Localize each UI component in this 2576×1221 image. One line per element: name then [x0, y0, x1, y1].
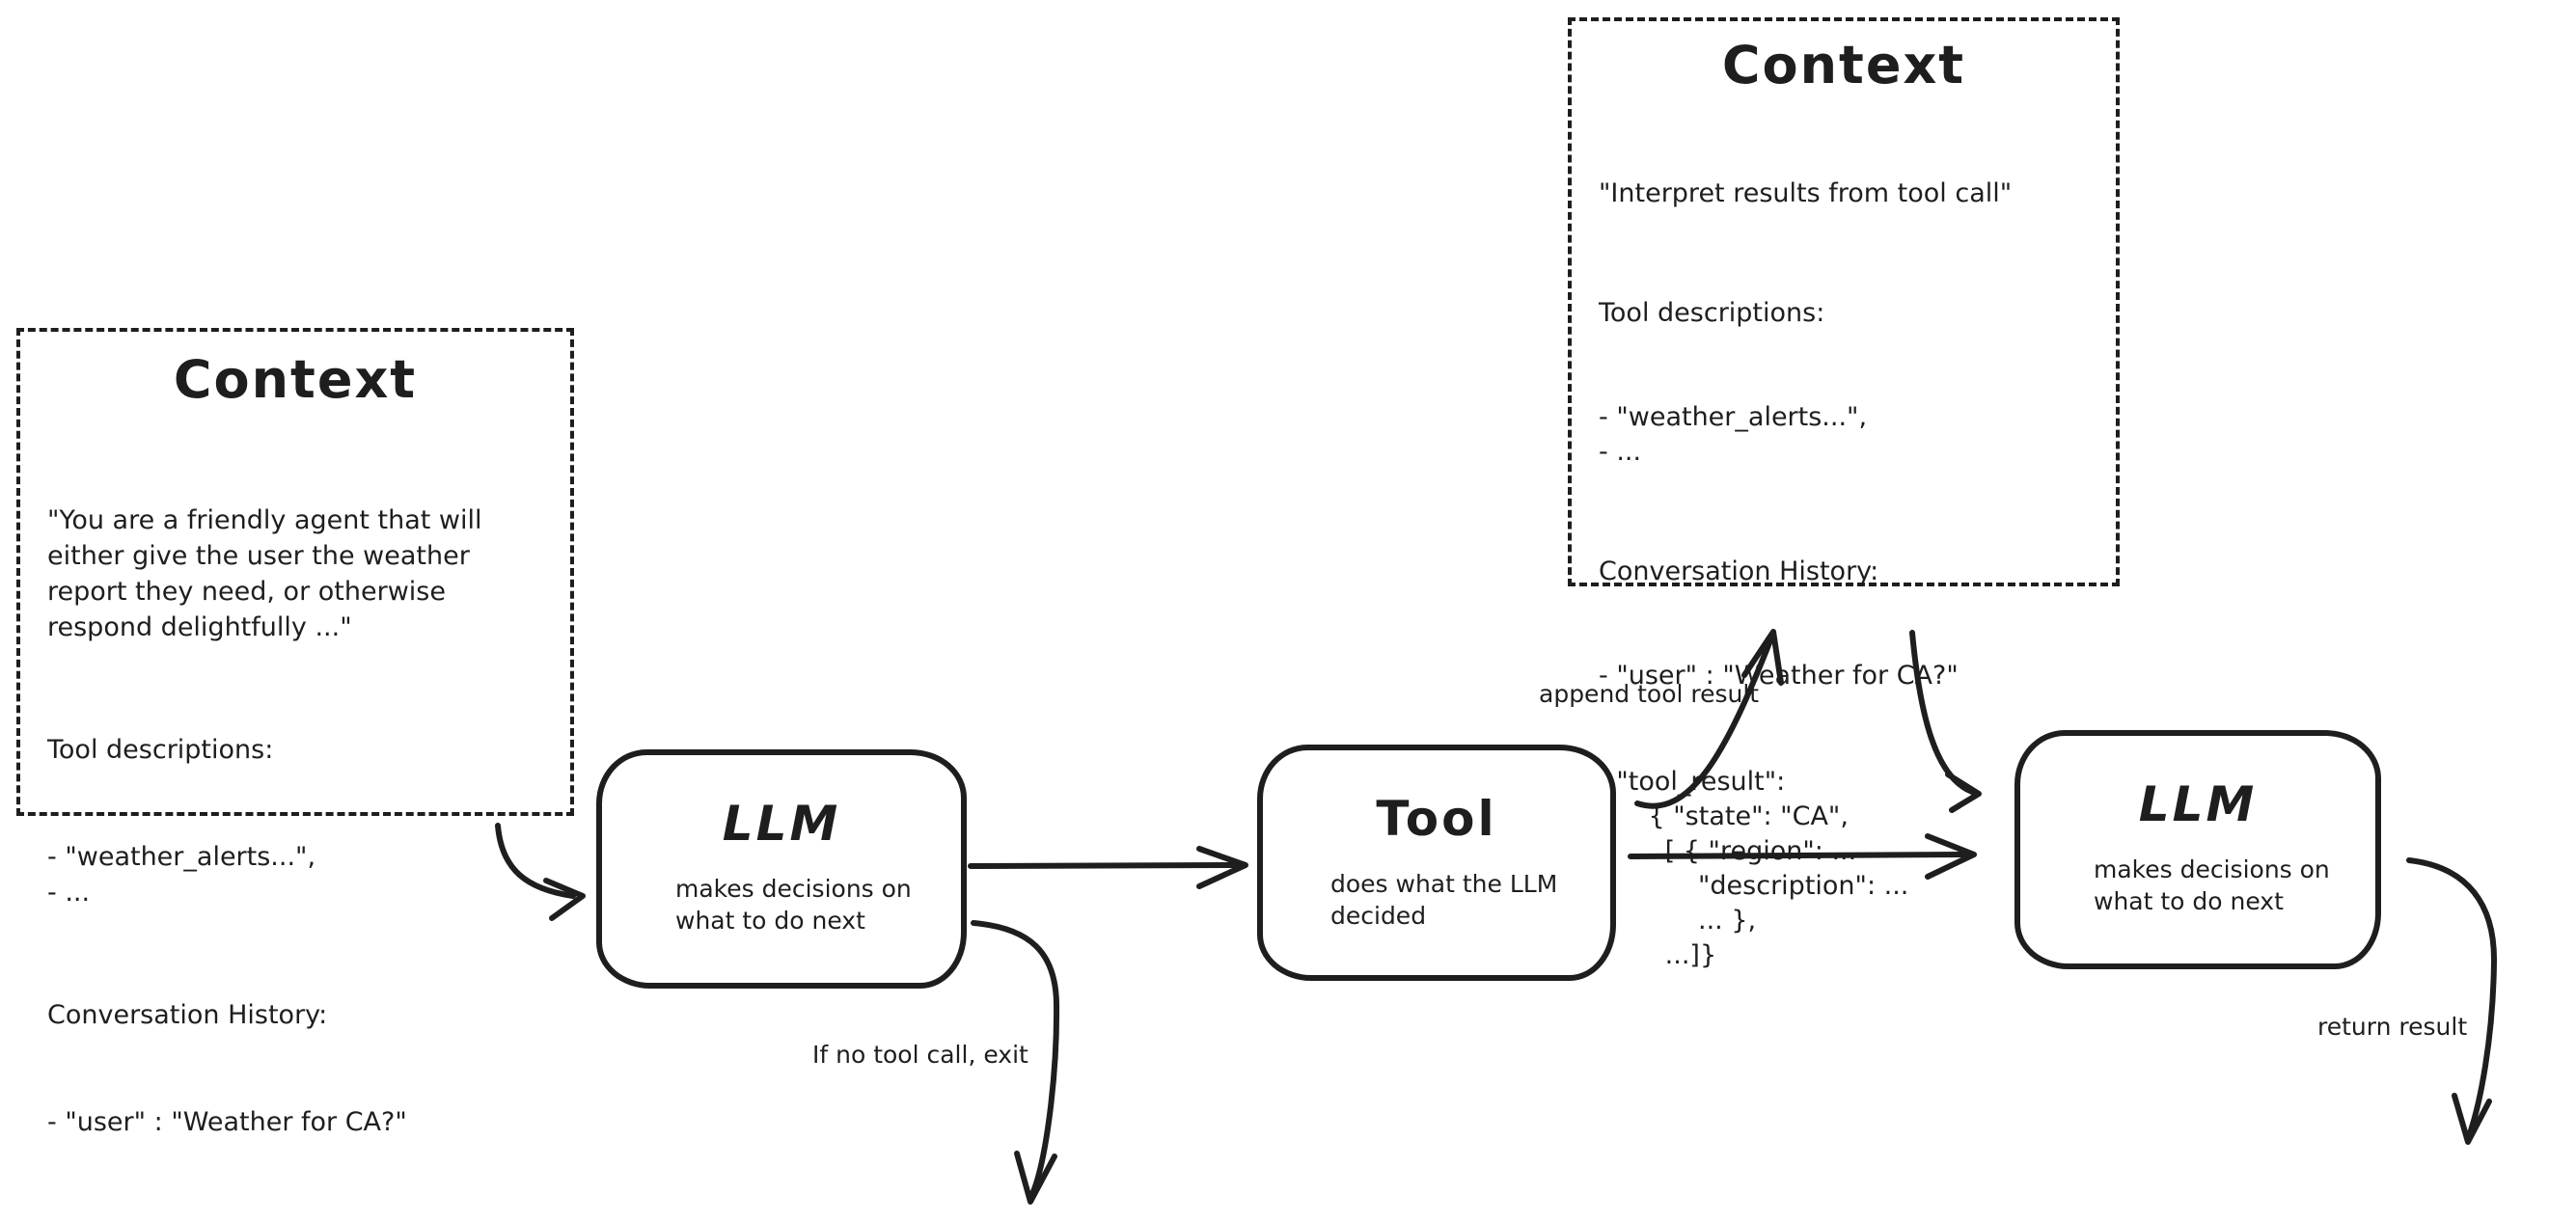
node-llm-2-subtitle: makes decisions on what to do next [2094, 855, 2330, 915]
conversation-history-heading: Conversation History: [47, 1000, 328, 1030]
system-prompt-text: "You are a friendly agent that will eith… [47, 505, 482, 642]
arrow-llm2-return-line [2406, 857, 2498, 1139]
context-box-initial: Context "You are a friendly agent that w… [16, 328, 574, 1137]
node-llm-1-title: LLM [722, 796, 841, 852]
arrow-llm2-return [2406, 857, 2498, 1145]
node-tool-subtitle: does what the LLM decided [1330, 870, 1558, 930]
node-tool-title: Tool [1376, 791, 1497, 847]
conversation-history-list: - "user" : "Weather for CA?" [47, 1107, 407, 1137]
context-title: Context [1721, 35, 1966, 95]
node-llm-1-subtitle: makes decisions on what to do next [675, 875, 912, 935]
conversation-history-heading: Conversation History: [1599, 556, 1879, 586]
conversation-history-user: - "user" : "Weather for CA?" [1599, 661, 1959, 691]
node-tool: Tool does what the LLM decided [1257, 745, 1616, 981]
tool-descriptions-list: - "weather_alerts...", - ... [47, 842, 316, 908]
arrow-llm1-to-tool [968, 846, 1248, 889]
arrow-llm1-to-tool-head [1196, 846, 1248, 889]
node-llm-1: LLM makes decisions on what to do next [596, 749, 967, 989]
node-llm-2: LLM makes decisions on what to do next [2014, 730, 2381, 969]
arrow-llm2-return-head [2452, 1093, 2492, 1145]
tool-descriptions-heading: Tool descriptions: [1599, 298, 1825, 328]
tool-descriptions-heading: Tool descriptions: [47, 735, 274, 765]
tool-descriptions-list: - "weather_alerts...", - ... [1599, 402, 1868, 467]
label-append-tool-result: append tool result [1539, 680, 1760, 708]
label-return-result: return result [2317, 1013, 2468, 1041]
node-llm-2-title: LLM [2138, 776, 2258, 832]
context-box-after-tool: Context "Interpret results from tool cal… [1568, 17, 2120, 970]
arrow-llm1-to-tool-line [968, 862, 1242, 869]
label-no-tool-exit: If no tool call, exit [812, 1041, 1028, 1069]
conversation-history-tool-result: - "tool_result": { "state": "CA", [ { "r… [1599, 767, 1909, 970]
context-title: Context [173, 349, 418, 410]
system-prompt-text: "Interpret results from tool call" [1599, 178, 2013, 208]
arrow-llm1-exit-head [1014, 1151, 1057, 1205]
